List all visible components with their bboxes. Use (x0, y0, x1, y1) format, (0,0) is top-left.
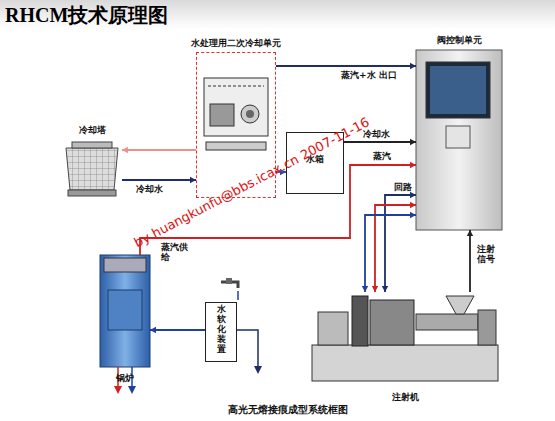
connector-label: 冷却水 (362, 129, 391, 139)
arrowhead (467, 230, 473, 236)
connector (365, 215, 416, 292)
connector (122, 149, 196, 151)
faucet-and-drains (114, 278, 262, 394)
node-label: 水处理用二次冷却单元 (191, 38, 281, 48)
cooling-tower-drawing (66, 142, 118, 196)
arrowhead (410, 139, 416, 145)
connector (122, 179, 196, 181)
connector (375, 205, 416, 292)
arrowhead (382, 286, 388, 292)
arrowhead (410, 212, 416, 218)
valve-cabinet-drawing (416, 50, 502, 230)
boiler-drawing (100, 255, 150, 367)
injection-machine-drawing (312, 296, 498, 381)
water-softener: 水软化装置 (205, 302, 237, 362)
vertical-text: 水软化装置 (217, 305, 226, 354)
connector (150, 329, 205, 331)
cooling-unit-drawing (204, 78, 268, 150)
connector-label: 回路 (393, 182, 413, 192)
injection-machine: 注射机 (305, 292, 505, 386)
node-label: 锅炉 (116, 373, 134, 383)
signal-label: 注射信号 (476, 244, 497, 265)
page-title: RHCM技术原理图 (5, 2, 168, 29)
arrowhead (362, 286, 368, 292)
connector (276, 65, 416, 67)
node-label: 阀控制单元 (437, 35, 482, 45)
node-label: 冷却塔 (79, 125, 106, 135)
arrowhead (410, 192, 416, 198)
connector-label: 蒸汽 (372, 151, 392, 161)
connector (344, 141, 416, 143)
boiler: 锅炉 (100, 255, 150, 367)
arrowhead (122, 147, 128, 153)
connector (385, 195, 416, 292)
connector (469, 230, 471, 292)
valve-control-unit: 阀控制单元 (416, 50, 502, 230)
arrowhead (410, 63, 416, 69)
arrowhead (410, 162, 416, 168)
figure-caption: 高光无熔接痕成型系统框图 (228, 403, 348, 417)
connector-label: 冷却水 (135, 184, 164, 194)
pipe-label: 蒸汽供给 (160, 242, 190, 263)
arrowhead (150, 327, 156, 333)
arrowhead (372, 286, 378, 292)
arrowhead (410, 202, 416, 208)
cooling-tower: 冷却塔 (62, 140, 122, 198)
connector-label: 蒸汽+水 出口 (340, 70, 398, 80)
node-label: 水软化装置 (206, 303, 236, 357)
node-label: 注射机 (392, 392, 419, 402)
